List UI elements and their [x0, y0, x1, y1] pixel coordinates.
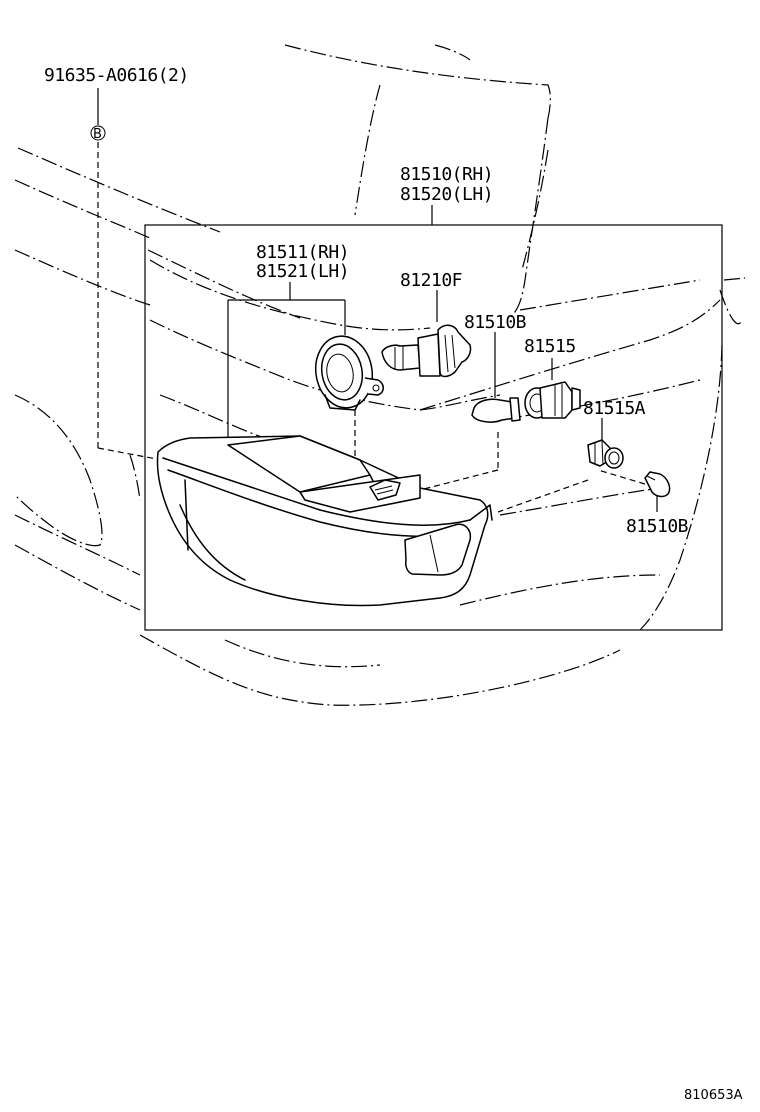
- wedge-bulb-lower: [644, 471, 671, 498]
- label-main-bulb: 81210F: [400, 270, 462, 291]
- label-socket-top: 81515: [524, 336, 576, 357]
- socket-top: [524, 381, 581, 419]
- leader-lines: [97, 88, 658, 513]
- label-wedge-bulb-top: 81510B: [464, 312, 526, 333]
- label-wedge-bulb-lower: 81510B: [626, 516, 688, 537]
- label-lens-lh: 81521(LH): [256, 261, 349, 282]
- label-assy-lh: 81520(LH): [400, 184, 493, 205]
- screw-marker: B: [90, 125, 106, 142]
- label-screw: 91635-A0616(2): [44, 65, 189, 86]
- label-socket-lower: 81515A: [583, 398, 646, 419]
- assembly-frame: [144, 224, 723, 631]
- label-assy-rh: 81510(RH): [400, 164, 493, 185]
- wedge-bulb-top: [471, 397, 521, 423]
- lens-ring: [314, 335, 384, 411]
- vehicle-body-outline: [14, 44, 746, 706]
- label-lens-rh: 81511(RH): [256, 242, 349, 263]
- diagram-id: 810653A: [684, 1088, 743, 1103]
- lamp-housing: [156, 435, 493, 607]
- screw-marker-letter: B: [93, 127, 102, 142]
- main-bulb: [381, 324, 472, 378]
- socket-lower: [587, 439, 624, 469]
- part-labels: 91635-A0616(2) 81510(RH) 81520(LH) 81511…: [44, 65, 743, 1103]
- vehicle-body-inner-lines: [147, 249, 721, 606]
